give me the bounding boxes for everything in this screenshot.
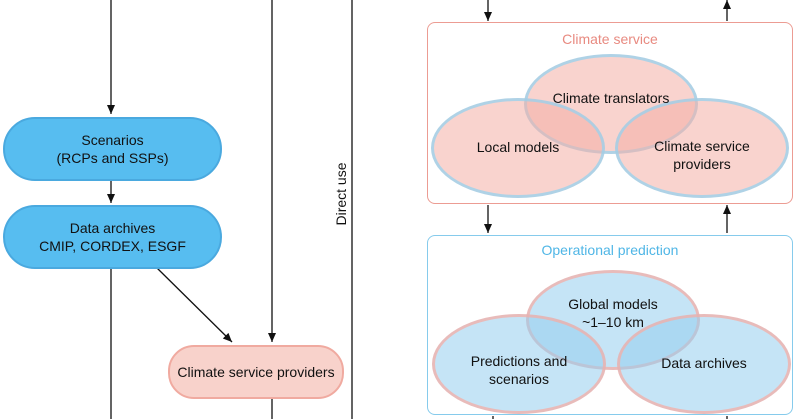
scenarios-box: Scenarios (RCPs and SSPs) [3,117,222,181]
direct-use-label: Direct use [333,162,349,226]
global-models-line1: Global models [568,296,658,312]
global-models-line2: ~1–10 km [582,314,644,330]
predictions-line2: scenarios [489,371,549,387]
climate-service-panel: Climate service [427,22,793,204]
data-archives-ellipse-label: Data archives [661,355,747,371]
ellipse-predictions-and-scenarios [432,314,606,414]
climate-service-providers-box: Climate service providers [168,345,344,399]
climate-service-providers-line2: providers [673,156,731,172]
global-models-label: Global models ~1–10 km [536,294,690,332]
local-models-label: Local models [476,139,560,155]
data-archives-subtitle: CMIP, CORDEX, ESGF [39,238,186,254]
ellipse-local-models [431,98,605,198]
predictions-and-scenarios-label: Predictions and scenarios [441,351,597,389]
operational-prediction-panel: Operational prediction [427,235,793,415]
climate-service-title: Climate service [562,31,658,47]
operational-prediction-title: Operational prediction [541,242,679,258]
climate-service-providers-line1: Climate service [654,138,750,154]
ellipse-climate-service-providers [615,98,789,198]
climate-service-providers-ellipse-label: Climate service providers [624,136,780,174]
scenarios-subtitle: (RCPs and SSPs) [56,150,169,166]
arrow-archives-to-providers [156,267,233,343]
data-archives-box: Data archives CMIP, CORDEX, ESGF [3,205,222,269]
climate-translators-label: Climate translators [552,90,670,106]
climate-service-providers-label: Climate service providers [177,364,335,380]
predictions-line1: Predictions and [470,353,568,369]
data-archives-title: Data archives [69,220,156,236]
scenarios-title: Scenarios [81,132,144,148]
ellipse-data-archives [617,314,791,414]
